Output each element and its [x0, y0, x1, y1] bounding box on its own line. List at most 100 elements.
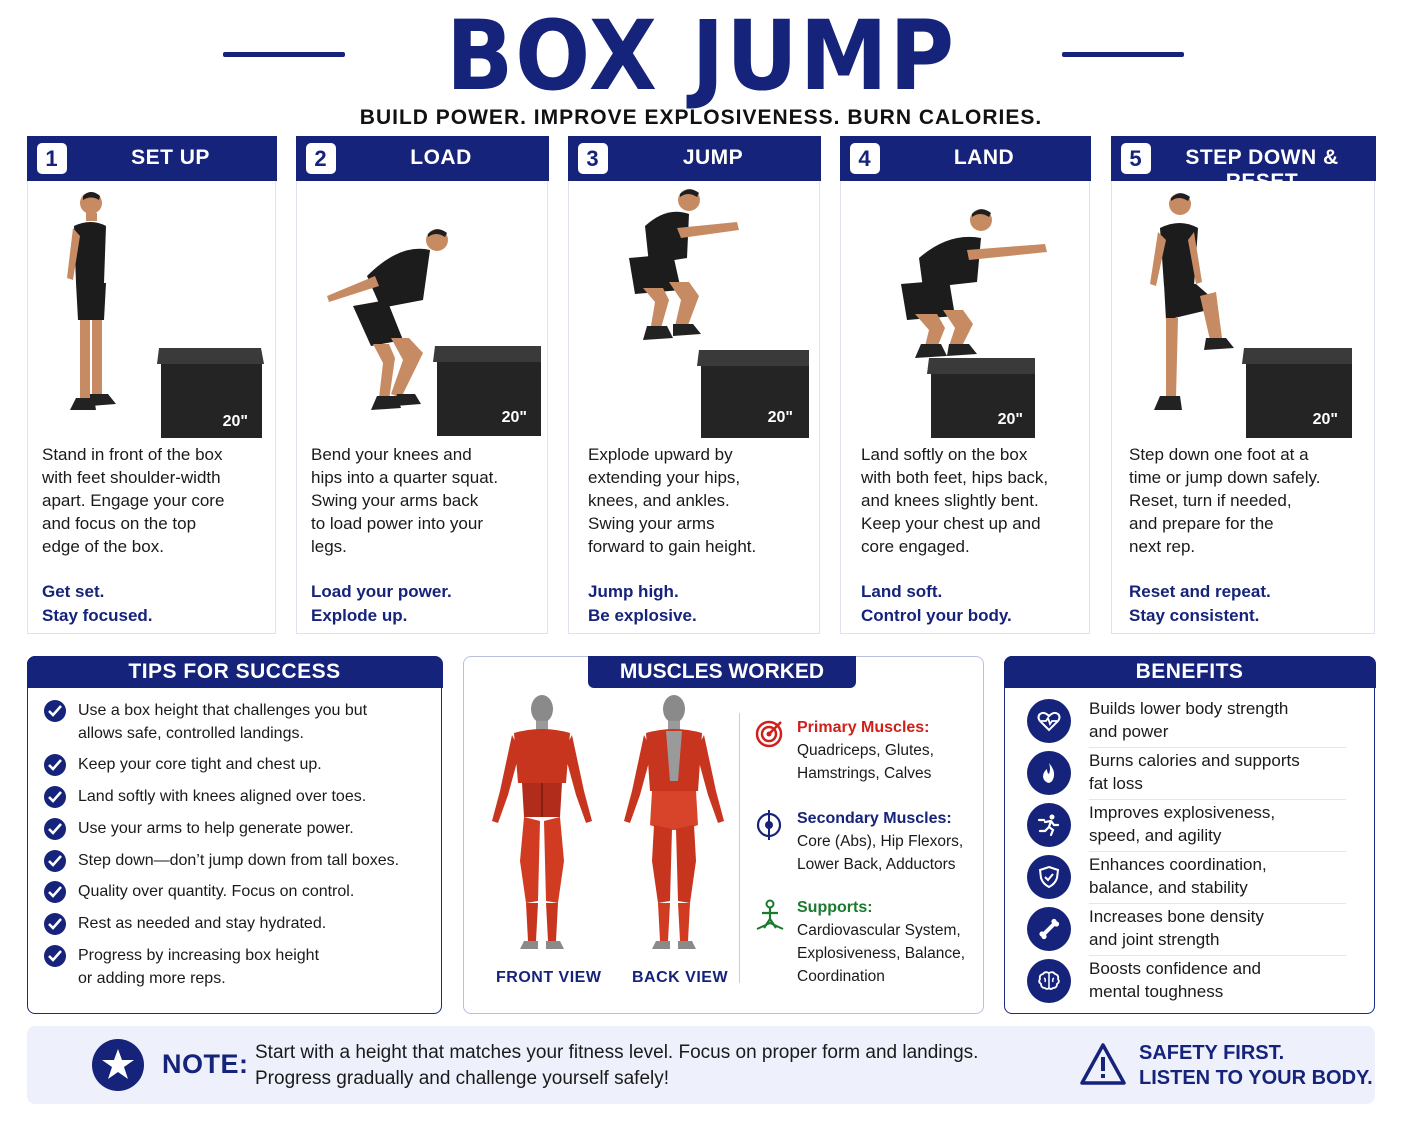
- anatomy-back-figure: [624, 695, 724, 949]
- step-header: 2 LOAD: [295, 136, 549, 181]
- svg-text:20": 20": [768, 409, 793, 426]
- check-icon: [44, 818, 66, 840]
- benefits-title: BENEFITS: [1003, 655, 1376, 688]
- warning-icon: [1080, 1043, 1126, 1085]
- step-tagline: Land soft.Control your body.: [861, 582, 1012, 625]
- balance-person-icon: [756, 899, 784, 930]
- step-number: 4: [849, 143, 880, 174]
- athlete-landing-figure: [901, 209, 1047, 358]
- page-subtitle: BUILD POWER. IMPROVE EXPLOSIVENESS. BURN…: [359, 106, 1043, 129]
- step-title: SET UP: [131, 146, 210, 169]
- tip-item: Land softly with knees aligned over toes…: [44, 785, 431, 808]
- note-bar: NOTE: Start with a height that matches y…: [27, 1026, 1375, 1104]
- note-text: Start with a height that matches your fi…: [255, 1042, 979, 1089]
- step-tagline: Get set.Stay focused.: [42, 582, 153, 625]
- safety-message: SAFETY FIRST. LISTEN TO YOUR BODY.: [1139, 1042, 1373, 1089]
- tip-item: Use your arms to help generate power.: [44, 817, 431, 840]
- step-card-1: 1 SET UP 20" Stand: [26, 136, 277, 634]
- anatomy-front-figure: [492, 695, 592, 949]
- title-rule-right: [1062, 52, 1184, 57]
- plyo-box: 20": [1242, 348, 1352, 438]
- step-card-5: 5 STEP DOWN & RESET 20" St: [1110, 136, 1376, 634]
- athlete-jumping-figure: [629, 189, 739, 340]
- step-tagline: Jump high.Be explosive.: [588, 582, 697, 625]
- muscles-title: MUSCLES WORKED: [588, 655, 856, 688]
- header: BOX JUMP BUILD POWER. IMPROVE EXPLOSIVEN…: [0, 0, 1402, 136]
- athlete-standing-figure: [67, 192, 116, 410]
- step-title: JUMP: [682, 146, 744, 169]
- step-number: 1: [36, 143, 67, 174]
- core-icon: [756, 810, 782, 840]
- check-icon: [44, 945, 66, 967]
- muscles-divider: [739, 713, 740, 983]
- check-icon: [44, 754, 66, 776]
- svg-text:20": 20": [1313, 411, 1338, 428]
- tip-item: Quality over quantity. Focus on control.: [44, 880, 431, 903]
- benefit-item: Improves explosiveness,speed, and agilit…: [1025, 799, 1346, 852]
- step-illustration: 20": [1120, 188, 1366, 438]
- svg-text:20": 20": [502, 409, 527, 426]
- running-person-icon: [1027, 803, 1071, 847]
- heart-pulse-icon: [1027, 699, 1071, 743]
- tip-item: Keep your core tight and chest up.: [44, 753, 431, 776]
- step-title: LAND: [953, 146, 1015, 169]
- muscles-panel: MUSCLES WORKED: [463, 655, 984, 1014]
- back-view-label: BACK VIEW: [632, 969, 729, 986]
- svg-text:20": 20": [223, 413, 248, 430]
- step-title: STEP DOWN & RESET: [1185, 146, 1339, 193]
- athlete-stepping-down-figure: [1150, 193, 1234, 410]
- step-header: 3 JUMP: [567, 136, 821, 181]
- note-label: NOTE:: [162, 1049, 249, 1079]
- step-header: 5 STEP DOWN & RESET: [1110, 136, 1376, 193]
- step-illustration: 20": [36, 188, 267, 438]
- step-number: 3: [577, 143, 608, 174]
- step-number: 2: [305, 143, 336, 174]
- anatomy-figures: [492, 695, 724, 949]
- shield-check-icon: [1027, 855, 1071, 899]
- tips-title: TIPS FOR SUCCESS: [26, 655, 443, 688]
- plyo-box: 20": [433, 346, 541, 436]
- flame-icon: [1027, 751, 1071, 795]
- bone-icon: [1027, 907, 1071, 951]
- step-header: 1 SET UP: [26, 136, 277, 181]
- target-icon: [755, 720, 783, 748]
- svg-text:20": 20": [998, 411, 1023, 428]
- title-rule-left: [223, 52, 345, 57]
- athlete-loading-figure: [327, 229, 448, 410]
- step-tagline: Load your power.Explode up.: [311, 582, 452, 625]
- check-icon: [44, 786, 66, 808]
- step-title: LOAD: [410, 146, 472, 169]
- step-number: 5: [1120, 143, 1151, 174]
- check-icon: [44, 850, 66, 872]
- plyo-box: 20": [927, 358, 1035, 438]
- star-icon: [92, 1039, 144, 1091]
- step-header: 4 LAND: [839, 136, 1091, 181]
- brain-icon: [1027, 959, 1071, 1003]
- front-view-label: FRONT VIEW: [496, 969, 602, 986]
- step-illustration: 20": [305, 188, 541, 438]
- check-icon: [44, 700, 66, 722]
- tip-item: Step down—don’t jump down from tall boxe…: [44, 849, 431, 872]
- tip-item: Use a box height that challenges you but…: [44, 699, 431, 745]
- page-title: BOX JUMP: [445, 0, 956, 112]
- plyo-box: 20": [157, 348, 264, 438]
- step-illustration: 20": [577, 188, 811, 438]
- tips-panel: TIPS FOR SUCCESS Use a box height that c…: [26, 655, 443, 1014]
- step-tagline: Reset and repeat.Stay consistent.: [1129, 582, 1271, 625]
- tip-item: Rest as needed and stay hydrated.: [44, 912, 431, 935]
- check-icon: [44, 881, 66, 903]
